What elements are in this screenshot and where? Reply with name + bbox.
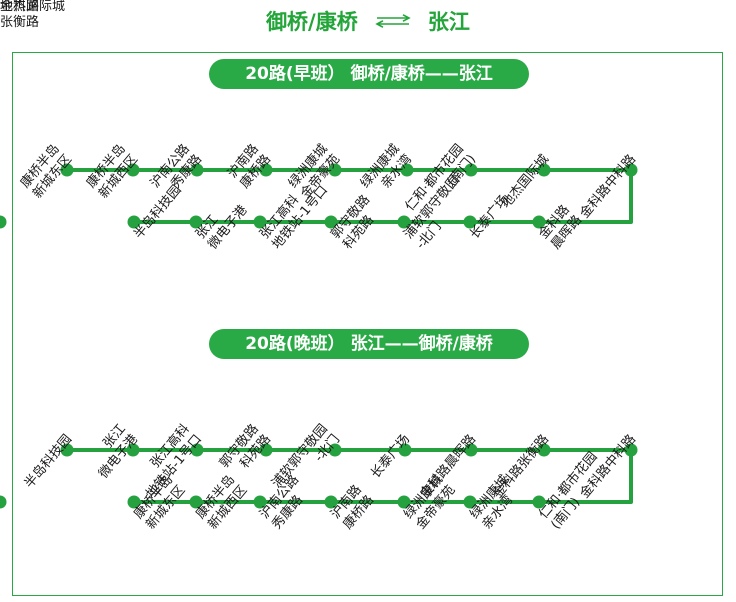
- morning-upper-stop-label: 绿洲康城亲水湾: [357, 141, 415, 201]
- evening-lower-stop: [463, 495, 477, 509]
- morning-upper-stop-label: 康桥半岛新城西区: [83, 141, 141, 201]
- evening-upper-stop: [60, 443, 74, 457]
- morning-lower-stop-label: 金科路晨晖路: [535, 202, 585, 252]
- morning-upper-stop: [464, 163, 478, 177]
- evening-upper-stop: [190, 443, 204, 457]
- morning-lower-stop: [397, 215, 411, 229]
- evening-lower-stop: [397, 495, 411, 509]
- morning-upper-stop: [328, 163, 342, 177]
- page-title: 御桥/康桥 张江: [0, 6, 736, 36]
- morning-lower-stop: [127, 215, 141, 229]
- morning-lower-stop-label: 半岛科技园: [130, 182, 184, 242]
- evening-lower-stop-label: 沪南路康桥路: [327, 482, 377, 532]
- morning-upper-stop: [190, 163, 204, 177]
- morning-upper-stop: [624, 163, 638, 177]
- morning-lower-stop-label: 张江微电子港: [193, 193, 250, 253]
- evening-upper-stop: [464, 443, 478, 457]
- evening-upper-stop-label: 长泰广场: [368, 432, 413, 481]
- route-map-frame: [12, 52, 723, 596]
- evening-upper-stop: [126, 443, 140, 457]
- evening-upper-stop: [624, 443, 638, 457]
- evening-lower-stop: [127, 495, 141, 509]
- title-origin: 御桥/康桥: [266, 10, 358, 34]
- morning-route-badge: 20路(早班） 御桥/康桥——张江: [209, 59, 529, 89]
- double-arrow-icon: [375, 14, 411, 28]
- morning-upper-stop-label: 沪南路康桥路: [224, 141, 274, 191]
- morning-upper-stop: [259, 163, 273, 177]
- title-destination: 张江: [427, 10, 470, 34]
- morning-upper-stop-label: 仁和·都市花园(南门): [402, 141, 479, 224]
- evening-lower-stop: [189, 495, 203, 509]
- evening-lower-stop-label: 仁和·都市花园(南门): [535, 449, 612, 532]
- evening-lower-stop: [253, 495, 267, 509]
- morning-lower-stop-label: 金科路张衡路: [0, 0, 39, 30]
- morning-lower-stop: [253, 215, 267, 229]
- evening-upper-stop: [328, 443, 342, 457]
- evening-lower-stop-label: 康桥半岛新城西区: [192, 472, 250, 532]
- evening-lower-stop: [324, 495, 338, 509]
- morning-lower-stop: [0, 215, 7, 229]
- evening-upper-stop: [537, 443, 551, 457]
- evening-upper-stop: [398, 443, 412, 457]
- evening-route-badge: 20路(晚班） 张江——御桥/康桥: [209, 329, 529, 359]
- morning-upper-stop: [400, 163, 414, 177]
- morning-lower-stop: [324, 215, 338, 229]
- morning-upper-stop: [126, 163, 140, 177]
- evening-lower-stop-label: 地杰国际城: [0, 0, 65, 14]
- evening-upper-stop: [259, 443, 273, 457]
- morning-lower-stop: [532, 215, 546, 229]
- evening-upper-stop-label: 半岛科技园: [21, 431, 75, 491]
- morning-lower-stop: [189, 215, 203, 229]
- evening-lower-stop: [532, 495, 546, 509]
- morning-upper-stop: [60, 163, 74, 177]
- morning-upper-stop: [537, 163, 551, 177]
- evening-lower-stop: [0, 495, 7, 509]
- morning-upper-stop-label: 康桥半岛新城东区: [17, 141, 75, 201]
- evening-lower-stop-label: 康桥半岛新城东区: [130, 472, 188, 532]
- evening-upper-stop-label: 郭守敬路科苑路: [216, 421, 274, 481]
- morning-lower-stop: [463, 215, 477, 229]
